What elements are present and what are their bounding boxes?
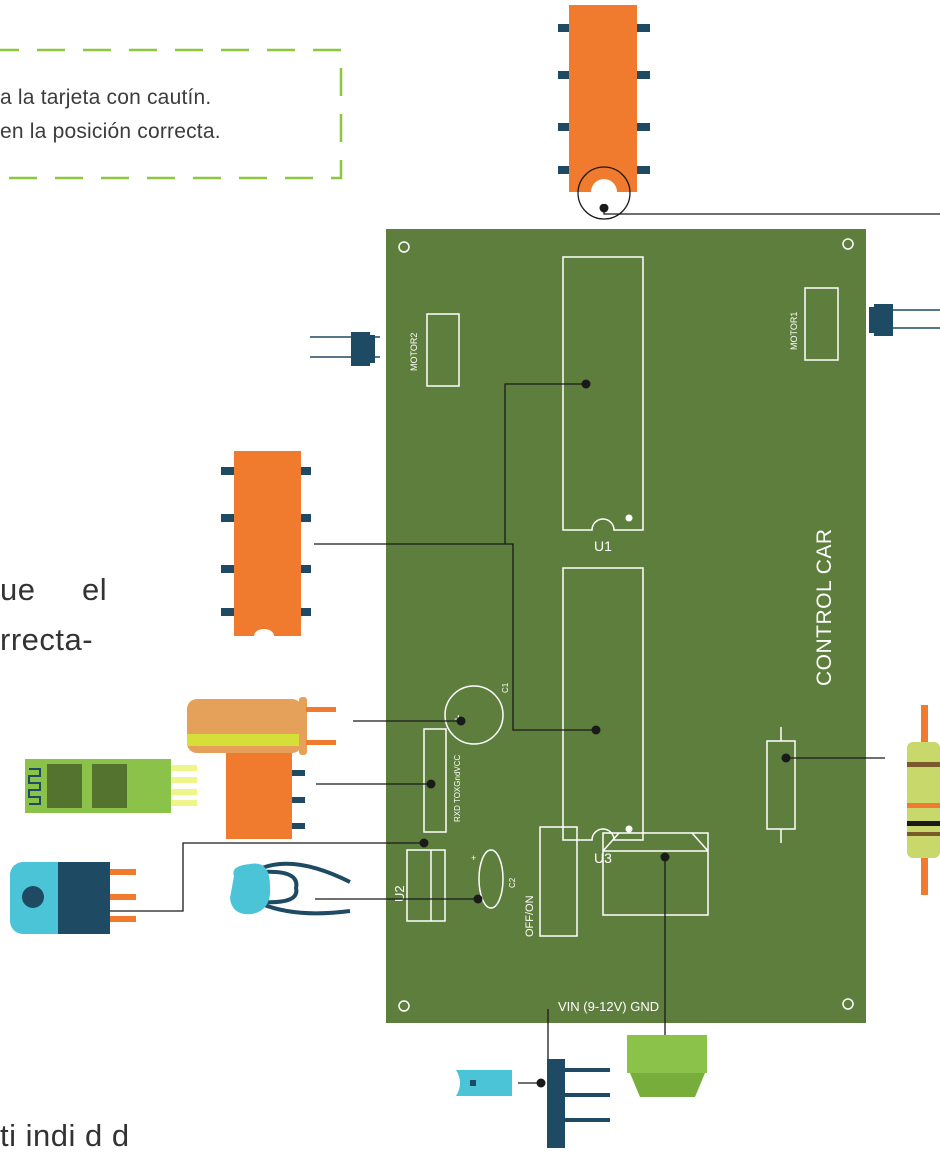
bt-footprint bbox=[423, 728, 447, 833]
terminal-footprint bbox=[602, 832, 709, 916]
body-text-el: el bbox=[82, 572, 108, 607]
mount-hole-br bbox=[842, 998, 854, 1010]
c2-footprint bbox=[478, 849, 504, 909]
motor2-footprint bbox=[426, 313, 460, 387]
motor1-label: MOTOR1 bbox=[789, 312, 799, 350]
mount-hole-bl bbox=[398, 1000, 410, 1012]
dip-chip-left bbox=[221, 451, 311, 641]
motor1-pin-header bbox=[869, 304, 940, 336]
bt-label: RXD TOXGndVCC bbox=[453, 754, 462, 822]
dip-chip-top bbox=[558, 5, 650, 220]
motor2-pin-header bbox=[310, 332, 380, 366]
resistor bbox=[907, 705, 940, 895]
u2-label: U2 bbox=[392, 885, 407, 902]
pcb-board bbox=[386, 229, 866, 1023]
motor2-label: MOTOR2 bbox=[409, 333, 419, 371]
instruction-line-2: en la posición correcta. bbox=[0, 120, 221, 143]
u2-footprint bbox=[406, 849, 446, 922]
leader-lines bbox=[83, 208, 940, 1084]
led-component bbox=[456, 1070, 512, 1096]
voltage-regulator bbox=[10, 862, 136, 934]
u3-footprint bbox=[562, 567, 644, 841]
instruction-line-1: a la tarjeta con cautín. bbox=[0, 86, 212, 109]
switch-footprint bbox=[539, 826, 578, 937]
board-title: CONTROL CAR bbox=[813, 528, 836, 686]
power-pin-header bbox=[547, 1059, 610, 1148]
u1-footprint bbox=[562, 256, 644, 531]
motor1-footprint bbox=[804, 287, 839, 361]
instruction-box bbox=[0, 48, 343, 180]
body-text-rrecta: rrecta- bbox=[0, 622, 94, 657]
leader-dots bbox=[419, 203, 791, 1088]
bluetooth-module bbox=[25, 759, 197, 813]
body-text-ue: ue bbox=[0, 572, 36, 607]
ceramic-capacitor bbox=[230, 861, 351, 916]
power-label: VIN (9-12V) GND bbox=[558, 999, 659, 1014]
c1-label: C1 bbox=[501, 682, 510, 693]
c2-plus: + bbox=[471, 853, 476, 863]
mount-hole-tr bbox=[842, 238, 854, 250]
resistor-footprint bbox=[766, 727, 796, 843]
c1-ring bbox=[444, 685, 504, 745]
switch-label: OFF/ON bbox=[524, 895, 536, 937]
electrolytic-capacitor bbox=[187, 697, 336, 755]
body-text-bottom: ti indi d d bbox=[0, 1118, 130, 1153]
c2-label: C2 bbox=[508, 877, 517, 888]
terminal-block bbox=[627, 1035, 707, 1097]
mount-hole-tl bbox=[398, 241, 410, 253]
u1-label: U1 bbox=[594, 538, 612, 554]
